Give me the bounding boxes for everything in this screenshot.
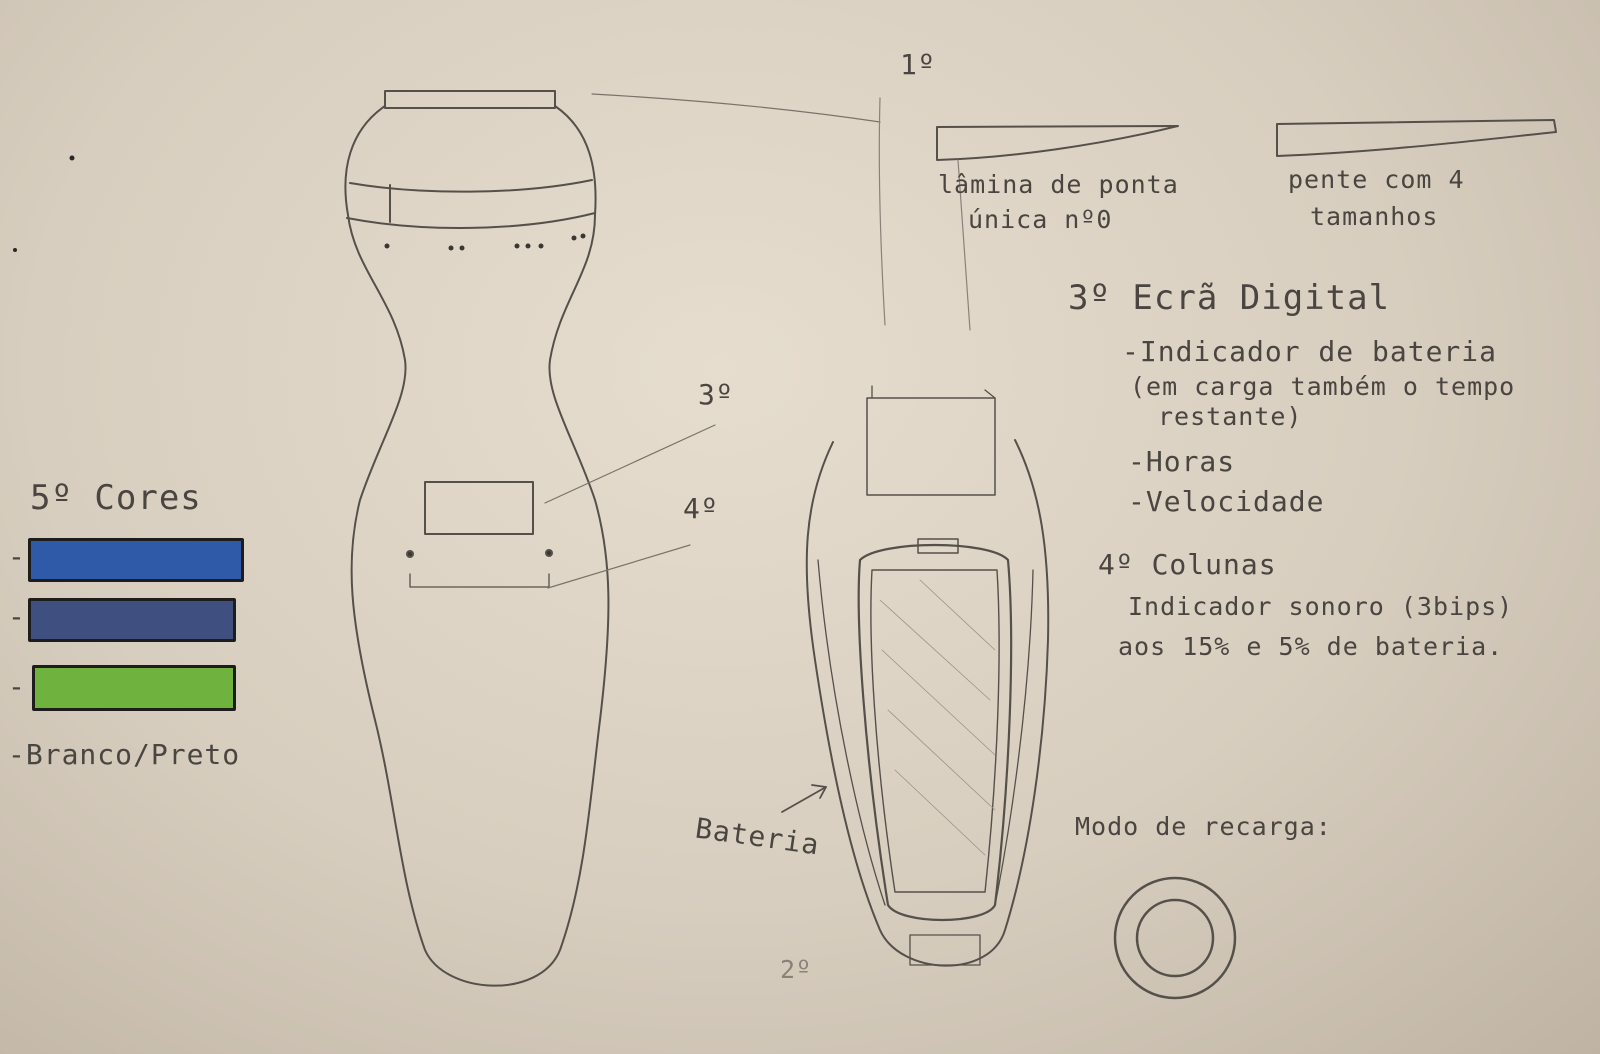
trimmer-band-top (350, 180, 592, 192)
section-base (910, 935, 980, 965)
color-swatch-navy (28, 598, 236, 642)
battery-cell (871, 570, 999, 892)
button-right (546, 550, 552, 556)
section-screen (867, 398, 995, 495)
label-step3-mark: 3º (698, 378, 734, 411)
label-color-dash-3: - (8, 670, 26, 703)
label-color-dash-2: - (8, 600, 26, 633)
label-blade-a-line1: lâmina de ponta (938, 170, 1179, 199)
label-columns-title: 4º Colunas (1098, 548, 1277, 581)
blade-single (937, 126, 1178, 160)
dock-inner-ring (1137, 900, 1213, 976)
speaker-dots (385, 234, 586, 251)
dock-outer-ring (1115, 878, 1235, 998)
trimmer-cap (385, 91, 555, 108)
label-screen-item1: -Indicador de bateria (1122, 335, 1497, 368)
label-blade-b-line2: tamanhos (1310, 202, 1438, 231)
label-columns-line2: aos 15% e 5% de bateria. (1118, 632, 1503, 661)
trimmer-screen (425, 482, 533, 534)
label-blade-a-line2: única nº0 (968, 205, 1112, 234)
label-charging-mode: Modo de recarga: (1075, 812, 1332, 841)
label-blade-b-line1: pente com 4 (1288, 165, 1465, 194)
leader-step1 (592, 94, 880, 122)
trimmer-body (345, 91, 608, 986)
label-screen-title: 3º Ecrã Digital (1068, 278, 1390, 318)
stray-dots (13, 156, 75, 253)
label-columns-line1: Indicador sonoro (3bips) (1128, 592, 1513, 621)
section-inner-left (818, 560, 885, 905)
label-step2-mark: 2º (780, 955, 812, 984)
label-colors-title: 5º Cores (30, 478, 202, 518)
label-screen-item3: -Velocidade (1128, 485, 1324, 518)
battery-arrow (782, 787, 826, 812)
blades (937, 120, 1556, 160)
button-bracket (410, 574, 549, 587)
label-color-dash-1: - (8, 540, 26, 573)
label-step4-mark: 4º (683, 492, 719, 525)
label-color-last: -Branco/Preto (8, 738, 240, 771)
charging-dock (1115, 878, 1235, 998)
label-screen-item1-note2: restante) (1158, 402, 1302, 431)
label-screen-item1-note1: (em carga também o tempo (1130, 372, 1515, 401)
trimmer-band-bottom (347, 213, 595, 228)
blade-comb (1277, 120, 1556, 156)
color-swatch-green (32, 665, 236, 711)
leader-step4 (548, 545, 690, 588)
label-step1: 1º (900, 48, 936, 81)
section-outline (807, 440, 1049, 966)
battery-hatching (880, 580, 995, 855)
trimmer-outline (345, 106, 608, 986)
label-screen-item2: -Horas (1128, 445, 1235, 478)
color-swatch-blue (28, 538, 244, 582)
section-guide-left (879, 98, 885, 325)
button-left (407, 551, 413, 557)
